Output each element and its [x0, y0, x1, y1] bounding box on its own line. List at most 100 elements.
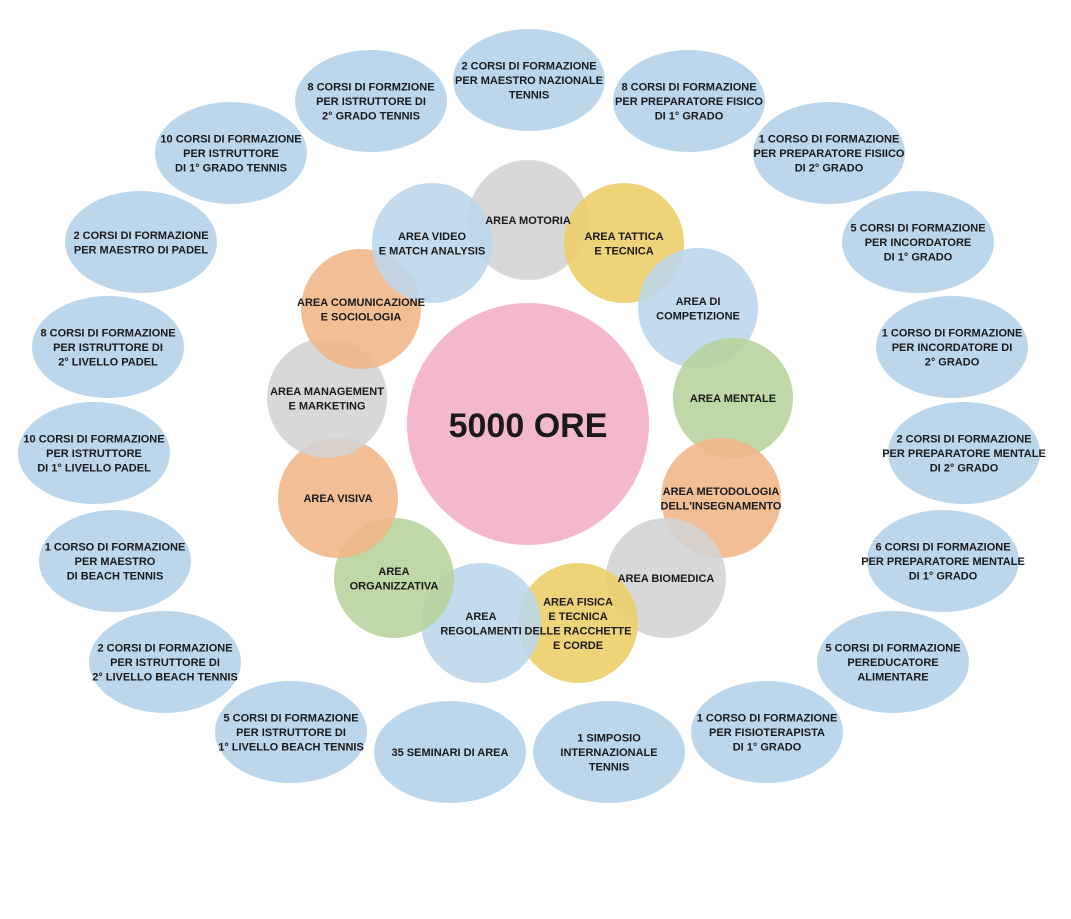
course-label-line: DI 2° GRADO	[930, 463, 999, 475]
area-label-line: AREA FISICA	[543, 596, 613, 608]
center-label: 5000 ORE	[449, 407, 608, 445]
area-visiva	[278, 438, 398, 558]
course-ellipse	[691, 681, 843, 783]
course-ellipse	[65, 191, 217, 293]
course-label-line: PER PREPARATORE MENTALE	[882, 448, 1046, 460]
area-ring: AREA MOTORIA AREA TATTICA E TECNICA AREA DI…	[267, 160, 793, 683]
course-label-line: 8 CORSI DI FORMZIONE	[307, 82, 434, 94]
area-label-line: AREA DI	[676, 296, 721, 308]
course-label-line: 8 CORSI DI FORMAZIONE	[621, 82, 756, 94]
area-label-line: AREA BIOMEDICA	[618, 573, 715, 585]
area-visiva-label: AREA VISIVA	[303, 493, 372, 505]
area-label-line: AREA	[465, 611, 496, 623]
area-circle	[518, 563, 638, 683]
course-label-line: 5 CORSI DI FORMAZIONE	[850, 223, 985, 235]
course-label-line: 1° LIVELLO BEACH TENNIS	[218, 742, 364, 754]
course-ellipse	[888, 402, 1040, 504]
area-video	[372, 183, 492, 303]
course-label-line: PER INCORDATORE	[865, 237, 972, 249]
area-motoria-label: AREA MOTORIA	[485, 215, 571, 227]
course-label-line: 2 CORSI DI FORMAZIONE	[896, 434, 1031, 446]
course-label-line: 35 SEMINARI DI AREA	[392, 747, 509, 759]
center-circle	[407, 303, 649, 545]
course-label-line: INTERNAZIONALE	[560, 747, 657, 759]
course-label-line: 10 CORSI DI FORMAZIONE	[160, 134, 301, 146]
course-label-line: DI 1° GRADO	[909, 571, 978, 583]
course-ellipse	[533, 701, 685, 803]
area-label-line: DELL'INSEGNAMENTO	[661, 500, 782, 512]
course-ellipse	[18, 402, 170, 504]
course-label-line: PER INCORDATORE DI	[892, 342, 1013, 354]
area-fisica-tecnica-label: AREA FISICA E TECNICA DELLE RACCHETTE E COR…	[525, 596, 632, 652]
course-label-line: 2° GRADO	[925, 357, 980, 369]
course-ellipse	[374, 701, 526, 803]
area-label-line: AREA VIDEO	[398, 231, 466, 243]
course-label-line: PER ISTRUTTORE DI	[316, 96, 426, 108]
course-label-line: DI BEACH TENNIS	[67, 571, 164, 583]
course-label-line: PER MAESTRO DI PADEL	[74, 244, 209, 256]
course-label-line: PER PREPARATORE FISIICO	[754, 148, 905, 160]
course-ellipse	[89, 611, 241, 713]
course-label-line: TENNIS	[589, 762, 629, 774]
course-label-line: DI 1° GRADO	[655, 111, 724, 123]
area-fisica-tecnica	[518, 563, 638, 683]
area-label-line: REGOLAMENTI	[440, 625, 521, 637]
area-mentale	[673, 338, 793, 458]
area-label-line: E MARKETING	[289, 400, 366, 412]
area-biomedica-label: AREA BIOMEDICA	[618, 573, 715, 585]
course-label-line: 1 CORSO DI FORMAZIONE	[882, 328, 1023, 340]
area-circle	[468, 160, 588, 280]
course-ellipse	[867, 510, 1019, 612]
area-label-line: AREA METODOLOGIA	[663, 486, 780, 498]
course-label-line: PER FISIOTERAPISTA	[709, 727, 825, 739]
course-label-line: PER ISTRUTTORE	[46, 448, 142, 460]
area-label-line: E TECNICA	[548, 611, 607, 623]
area-tattica-tecnica-label: AREA TATTICA E TECNICA	[584, 231, 663, 258]
course-ellipse	[32, 296, 184, 398]
area-label-line: E TECNICA	[594, 245, 653, 257]
course-ellipse	[295, 50, 447, 152]
course-label-line: 2 CORSI DI FORMAZIONE	[461, 61, 596, 73]
course-label-line: PER ISTRUTTORE DI	[236, 727, 346, 739]
course-preparatore-fisico-1: 8 CORSI DI FORMAZIONE PER PREPARATORE FIS…	[613, 50, 765, 152]
course-ellipse	[453, 29, 605, 131]
area-label-line: E SOCIOLOGIA	[321, 311, 402, 323]
course-ellipse	[39, 510, 191, 612]
area-label-line: AREA VISIVA	[303, 493, 372, 505]
area-circle	[278, 438, 398, 558]
area-label-line: AREA MOTORIA	[485, 215, 571, 227]
course-seminari-area: 35 SEMINARI DI AREA	[374, 701, 526, 803]
course-label-line: PER MAESTRO	[75, 556, 156, 568]
area-label-line: ORGANIZZATIVA	[350, 580, 439, 592]
course-label-line: PER PREPARATORE FISICO	[615, 96, 763, 108]
course-label-line: PER ISTRUTTORE	[183, 148, 279, 160]
course-label-line: 5 CORSI DI FORMAZIONE	[825, 643, 960, 655]
course-label-line: 1 SIMPOSIO	[577, 733, 641, 745]
course-ellipse	[842, 191, 994, 293]
area-label-line: DELLE RACCHETTE	[525, 625, 632, 637]
course-label-line: 2 CORSI DI FORMAZIONE	[97, 643, 232, 655]
area-label-line: AREA COMUNICAZIONE	[297, 297, 425, 309]
course-label-line: 10 CORSI DI FORMAZIONE	[23, 434, 164, 446]
course-pereducatore-alimentare: 5 CORSI DI FORMAZIONEPEREDUCATOREALIMENT…	[817, 611, 969, 713]
area-metodologia-label: AREA METODOLOGIA DELL'INSEGNAMENTO	[661, 486, 782, 513]
area-label-line: AREA TATTICA	[584, 231, 663, 243]
course-incordatore-2: 1 CORSO DI FORMAZIONE PER INCORDATORE DI 2…	[876, 296, 1028, 398]
area-label-line: E CORDE	[553, 640, 603, 652]
area-motoria	[468, 160, 588, 280]
course-label-line: PEREDUCATORE	[847, 657, 938, 669]
